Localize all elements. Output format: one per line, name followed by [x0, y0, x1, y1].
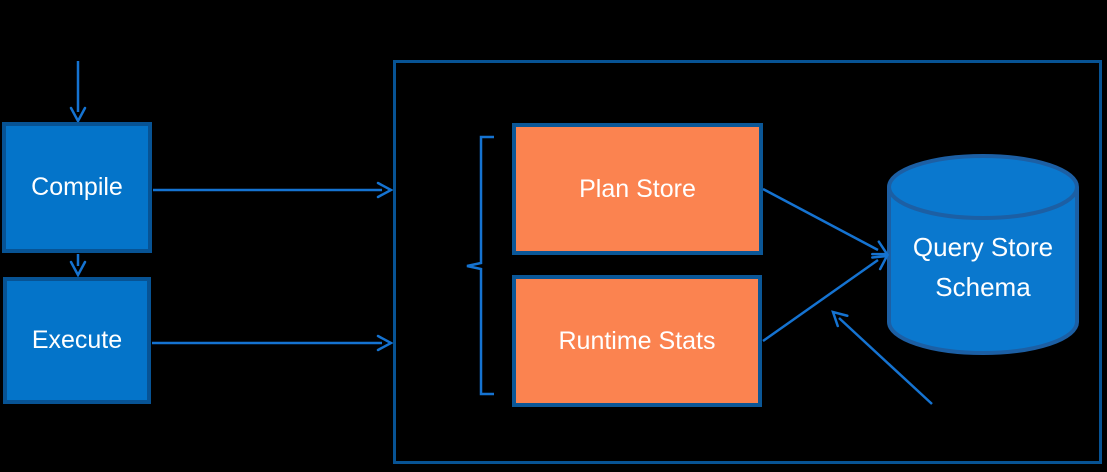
arrow-plan-store-to-schema — [762, 187, 890, 256]
arrow-runtime-stats-to-schema — [762, 254, 890, 343]
query-store-schema-label: Query Store Schema — [912, 232, 1054, 303]
arrow-compile-to-execute — [69, 254, 87, 278]
arrow-compile-to-query-store — [153, 181, 394, 199]
runtime-stats-label: Runtime Stats — [558, 326, 716, 355]
stores-group-brace — [466, 135, 494, 396]
database-cylinder-icon — [887, 154, 1079, 355]
runtime-stats-node: Runtime Stats — [512, 275, 762, 407]
query-store-boundary-box — [393, 60, 1102, 464]
compile-node: Compile — [2, 122, 152, 253]
compile-label: Compile — [31, 173, 123, 201]
arrow-input-to-compile — [69, 61, 87, 124]
execute-label: Execute — [31, 326, 123, 354]
plan-store-node: Plan Store — [512, 123, 763, 255]
arrow-execute-to-query-store — [152, 334, 394, 352]
arrow-annotation-upleft — [831, 310, 933, 405]
plan-store-label: Plan Store — [579, 174, 696, 203]
execute-node: Execute — [3, 277, 151, 404]
